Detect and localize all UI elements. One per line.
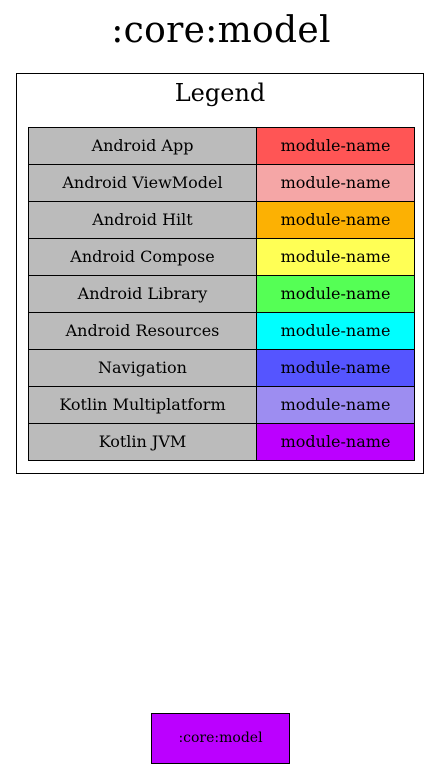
- legend-type-label: Android Compose: [28, 238, 257, 276]
- legend-row-android-compose: Android Compose module-name: [28, 238, 415, 276]
- legend-type-label: Android Library: [28, 275, 257, 313]
- legend-color-swatch: module-name: [256, 349, 415, 387]
- legend-row-android-app: Android App module-name: [28, 127, 415, 165]
- legend-row-kotlin-jvm: Kotlin JVM module-name: [28, 423, 415, 461]
- legend-type-label: Android ViewModel: [28, 164, 257, 202]
- legend-color-swatch: module-name: [256, 423, 415, 461]
- legend-color-swatch: module-name: [256, 201, 415, 239]
- legend-type-label: Navigation: [28, 349, 257, 387]
- legend-color-swatch: module-name: [256, 275, 415, 313]
- legend-type-label: Kotlin Multiplatform: [28, 386, 257, 424]
- legend-box: Legend Android App module-name Android V…: [16, 73, 424, 474]
- module-node-core-model: :core:model: [151, 713, 290, 764]
- legend-color-swatch: module-name: [256, 164, 415, 202]
- legend-row-android-hilt: Android Hilt module-name: [28, 201, 415, 239]
- legend-row-android-resources: Android Resources module-name: [28, 312, 415, 350]
- legend-title: Legend: [174, 79, 266, 107]
- legend-color-swatch: module-name: [256, 386, 415, 424]
- legend-type-label: Android Hilt: [28, 201, 257, 239]
- legend-color-swatch: module-name: [256, 127, 415, 165]
- legend-type-label: Android Resources: [28, 312, 257, 350]
- legend-row-android-library: Android Library module-name: [28, 275, 415, 313]
- legend-row-android-viewmodel: Android ViewModel module-name: [28, 164, 415, 202]
- graph-title: :core:model: [111, 10, 331, 51]
- legend-color-swatch: module-name: [256, 312, 415, 350]
- legend-type-label: Android App: [28, 127, 257, 165]
- legend-type-label: Kotlin JVM: [28, 423, 257, 461]
- legend-row-navigation: Navigation module-name: [28, 349, 415, 387]
- legend-color-swatch: module-name: [256, 238, 415, 276]
- legend-row-kotlin-multiplatform: Kotlin Multiplatform module-name: [28, 386, 415, 424]
- legend-table: Android App module-name Android ViewMode…: [28, 127, 415, 461]
